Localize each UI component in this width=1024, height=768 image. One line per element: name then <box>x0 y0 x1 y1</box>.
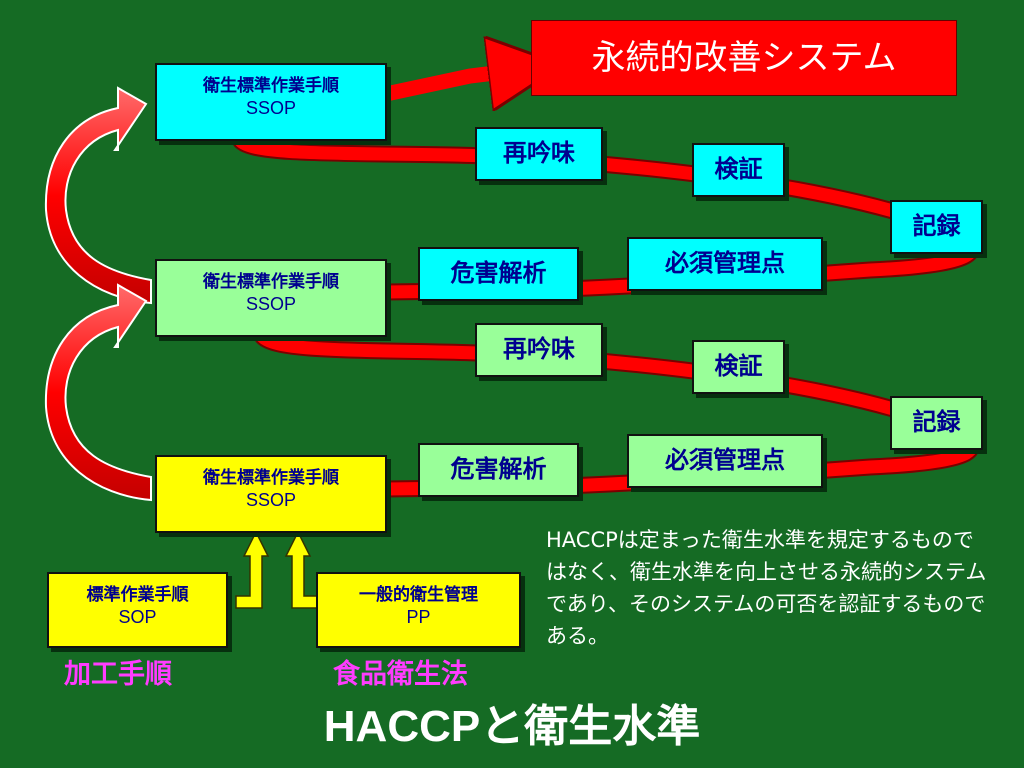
level-box-base-name: 衛生標準作業手順 <box>203 468 339 488</box>
step-ccp-lower: 必須管理点 <box>627 434 823 488</box>
pp-box-name: 一般的衛生管理 <box>359 585 478 605</box>
step-reexamine-lower: 再吟味 <box>475 323 603 377</box>
sop-box: 標準作業手順 SOP <box>47 572 228 648</box>
pp-box-code: PP <box>406 607 431 627</box>
step-ccp-upper: 必須管理点 <box>627 237 823 291</box>
left-curved-arrow-lower <box>44 283 152 502</box>
step-hazard-analysis-lower: 危害解析 <box>418 443 579 497</box>
sop-up-arrow <box>235 530 270 609</box>
sop-box-name: 標準作業手順 <box>86 585 189 605</box>
level-box-middle-code: SSOP <box>245 294 297 314</box>
level-box-middle: 衛生標準作業手順 SSOP <box>155 259 387 337</box>
level-box-top-name: 衛生標準作業手順 <box>203 76 339 96</box>
pp-box: 一般的衛生管理 PP <box>316 572 521 648</box>
step-record-upper: 記録 <box>890 200 983 254</box>
level-box-middle-name: 衛生標準作業手順 <box>203 272 339 292</box>
level-box-top: 衛生標準作業手順 SSOP <box>155 63 387 141</box>
sop-box-code: SOP <box>118 607 157 627</box>
level-box-base: 衛生標準作業手順 SSOP <box>155 455 387 533</box>
pp-up-arrow <box>284 530 319 609</box>
label-food-sanitation-law: 食品衛生法 <box>333 659 468 690</box>
step-verify-lower: 検証 <box>692 340 785 394</box>
step-hazard-analysis-upper: 危害解析 <box>418 247 579 301</box>
label-processing-procedure: 加工手順 <box>64 659 172 690</box>
left-curved-arrow-upper <box>44 86 152 305</box>
step-verify-upper: 検証 <box>692 143 785 197</box>
step-reexamine-upper: 再吟味 <box>475 127 603 181</box>
level-box-base-code: SSOP <box>245 490 297 510</box>
step-record-lower: 記録 <box>890 396 983 450</box>
level-box-top-code: SSOP <box>245 98 297 118</box>
path-to-title-arrow <box>378 72 503 94</box>
page-title: HACCPと衛生水準 <box>323 702 701 751</box>
continuous-improvement-title-box: 永続的改善システム <box>531 20 957 96</box>
haccp-note-text: HACCPは定まった衛生水準を規定するものではなく、衛生水準を向上させる永続的シ… <box>546 528 987 648</box>
